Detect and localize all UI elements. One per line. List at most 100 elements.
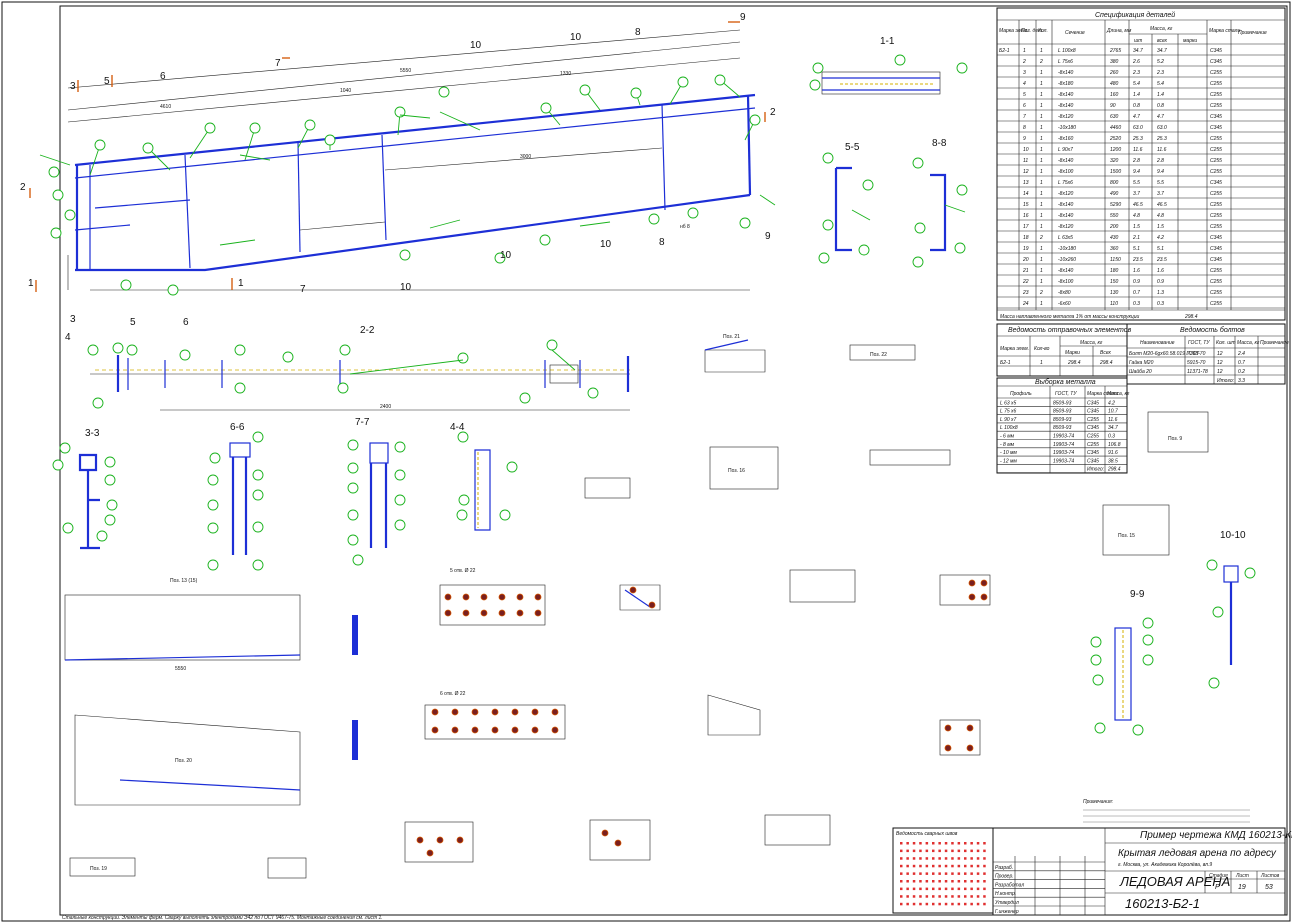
- spec-cell: 23.5: [1156, 257, 1167, 263]
- spec-cell: 490: [1110, 191, 1119, 197]
- svg-text:2: 2: [770, 107, 776, 118]
- spec-cell: 5.5: [1157, 180, 1164, 186]
- weld-mark: [912, 842, 916, 845]
- svg-text:Кол. шт: Кол. шт: [1216, 340, 1236, 346]
- weld-mark: [957, 864, 961, 868]
- weld-mark: [919, 887, 922, 891]
- spec-cell: С255: [1210, 290, 1222, 296]
- svg-text:ГОСТ, ТУ: ГОСТ, ТУ: [1188, 340, 1210, 346]
- bolt-cell: 11371-78: [1187, 369, 1208, 375]
- spec-cell: -8x160: [1058, 136, 1074, 142]
- spec-cell: -8x80: [1058, 290, 1071, 296]
- svg-text:2-2: 2-2: [360, 325, 375, 336]
- weld-mark: [912, 895, 916, 898]
- spec-cell: 200: [1109, 224, 1119, 230]
- spec-cell: 9.4: [1133, 169, 1140, 175]
- weld-mark: [976, 842, 980, 845]
- weld-mark: [944, 857, 948, 860]
- weld-mark: [900, 857, 903, 860]
- weld-mark: [983, 902, 986, 906]
- weld-mark: [932, 857, 935, 860]
- spec-cell: 1.4: [1157, 92, 1164, 98]
- weld-mark: [951, 895, 954, 898]
- dim-overall: 5550: [400, 68, 411, 74]
- steel-cell: - 10 мм: [1000, 450, 1017, 456]
- inner-frame: [59, 5, 1288, 916]
- svg-text:4-4: 4-4: [450, 422, 465, 433]
- weld-mark: [957, 857, 961, 860]
- svg-text:10: 10: [600, 239, 612, 250]
- steel-cell: 34.7: [1108, 425, 1118, 431]
- weld-mark: [957, 880, 961, 883]
- stamp-role: Н.контр.: [995, 891, 1016, 897]
- spec-cell: 9.4: [1157, 169, 1164, 175]
- svg-text:Примечания:: Примечания:: [1083, 799, 1114, 805]
- weld-mark: [932, 902, 935, 906]
- spec-cell: С255: [1210, 103, 1222, 109]
- bolted-plate-1: [439, 584, 546, 626]
- weld-mark: [976, 880, 980, 883]
- spec-cell: 430: [1110, 235, 1119, 241]
- weld-mark: [970, 895, 973, 898]
- spec-cell: 1: [1040, 202, 1043, 208]
- weld-mark: [906, 887, 909, 891]
- svg-text:Р: Р: [1215, 884, 1220, 891]
- spec-cell: 25.3: [1132, 136, 1143, 142]
- spec-cell: 1: [1040, 92, 1043, 98]
- weld-mark: [912, 872, 916, 875]
- weld-mark: [964, 902, 967, 906]
- web-member-2: [297, 141, 301, 253]
- weld-mark: [932, 872, 935, 875]
- spec-cell: -8x180: [1058, 81, 1074, 87]
- top-chord: [74, 93, 756, 167]
- spec-cell: 0.8: [1157, 103, 1164, 109]
- spec-cell: 5.4: [1133, 81, 1140, 87]
- weld-mark: [912, 887, 916, 891]
- weld-mark: [957, 887, 961, 891]
- spec-cell: С255: [1210, 158, 1222, 164]
- spec-cell: 1: [1040, 70, 1043, 76]
- svg-text:Лист: Лист: [1235, 873, 1249, 879]
- weld-mark: [919, 842, 922, 845]
- spec-cell: 1: [1040, 125, 1043, 131]
- spec-cell: 1: [1040, 136, 1043, 142]
- spec-cell: 2.1: [1132, 235, 1140, 241]
- spec-cell: 160: [1110, 92, 1119, 98]
- svg-text:298.4: 298.4: [1184, 314, 1198, 320]
- steel-cell: 19903-74: [1053, 458, 1074, 464]
- spec-cell: 5: [1023, 92, 1026, 98]
- spec-cell: С345: [1210, 48, 1222, 54]
- weld-mark: [925, 895, 929, 898]
- bolt-cell: Шайба 20: [1129, 368, 1152, 375]
- steel-cell: 10.7: [1108, 409, 1118, 415]
- weld-mark: [912, 902, 916, 906]
- spec-cell: -8x140: [1058, 70, 1074, 76]
- spec-cell: 1: [1040, 147, 1043, 153]
- weld-mark: [932, 895, 935, 898]
- steel-cell: С255: [1087, 442, 1099, 448]
- weld-mark: [976, 864, 980, 868]
- spec-cell: 19: [1023, 246, 1029, 252]
- section-1-1: 1-1: [809, 36, 968, 95]
- spec-cell: -8x140: [1058, 213, 1074, 219]
- weld-mark: [912, 880, 916, 883]
- section-9-9: 9-9: [1090, 589, 1154, 736]
- spec-cell: 3.7: [1157, 191, 1164, 197]
- steel-cell: 8509-93: [1053, 400, 1072, 406]
- weld-mark: [951, 857, 954, 860]
- spec-cell: -10x180: [1058, 246, 1076, 252]
- svg-text:Листов: Листов: [1260, 873, 1280, 879]
- svg-text:5: 5: [130, 317, 136, 328]
- bolt-cell: 3.3: [1238, 378, 1245, 384]
- weld-mark: [912, 864, 916, 868]
- weld-mark: [938, 864, 941, 868]
- svg-text:5: 5: [104, 76, 110, 87]
- svg-text:Сечение: Сечение: [1065, 30, 1085, 36]
- weld-mark: [970, 842, 973, 845]
- weld-mark: [919, 864, 922, 868]
- spec-cell: 1: [1040, 257, 1043, 263]
- section-10-10: 10-10: [1206, 530, 1256, 689]
- spec-cell: 11.6: [1157, 147, 1167, 153]
- spec-cell: 12: [1023, 169, 1029, 175]
- spec-cell: -8x100: [1058, 279, 1074, 285]
